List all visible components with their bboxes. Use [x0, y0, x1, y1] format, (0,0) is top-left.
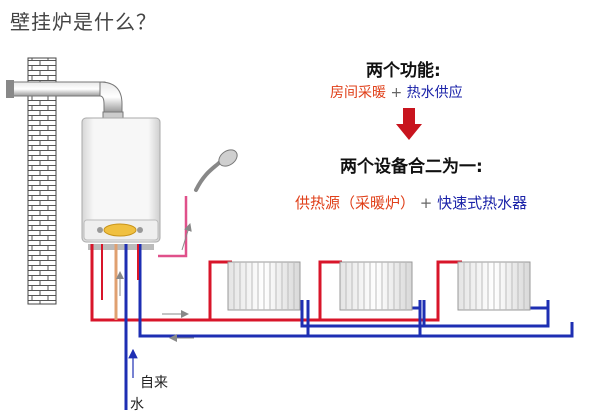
radiator-2 [339, 261, 413, 311]
water-label-2: 水 [130, 397, 144, 413]
device-water-heater: 快速式热水器 [437, 194, 528, 212]
plus-sign: + [419, 194, 433, 212]
function-heating: 房间采暖 [330, 85, 386, 101]
function-hot-water: 热水供应 [406, 85, 463, 101]
shower-head [194, 149, 238, 192]
functions-heading: 两个功能: [366, 61, 441, 81]
devices-line: 供热源（采暖炉） + 快速式热水器 [295, 192, 527, 213]
heating-supply-pipe [90, 244, 462, 322]
heating-return-pipe [138, 244, 574, 338]
down-arrow-icon [396, 108, 422, 140]
flue-pipe [6, 80, 124, 121]
water-label-1: 自来 [140, 375, 168, 391]
functions-line: 房间采暖 + 热水供应 [330, 82, 463, 102]
brick-wall [27, 57, 57, 305]
plus-sign: + [390, 85, 403, 101]
radiator-3 [457, 261, 531, 311]
radiator-1 [227, 261, 301, 311]
shower-pipe [158, 196, 188, 258]
page-title: 壁挂炉是什么？ [10, 10, 157, 34]
device-heat-source: 供热源（采暖炉） [295, 194, 416, 212]
wall-boiler [81, 117, 161, 250]
devices-heading: 两个设备合二为一: [340, 157, 483, 177]
